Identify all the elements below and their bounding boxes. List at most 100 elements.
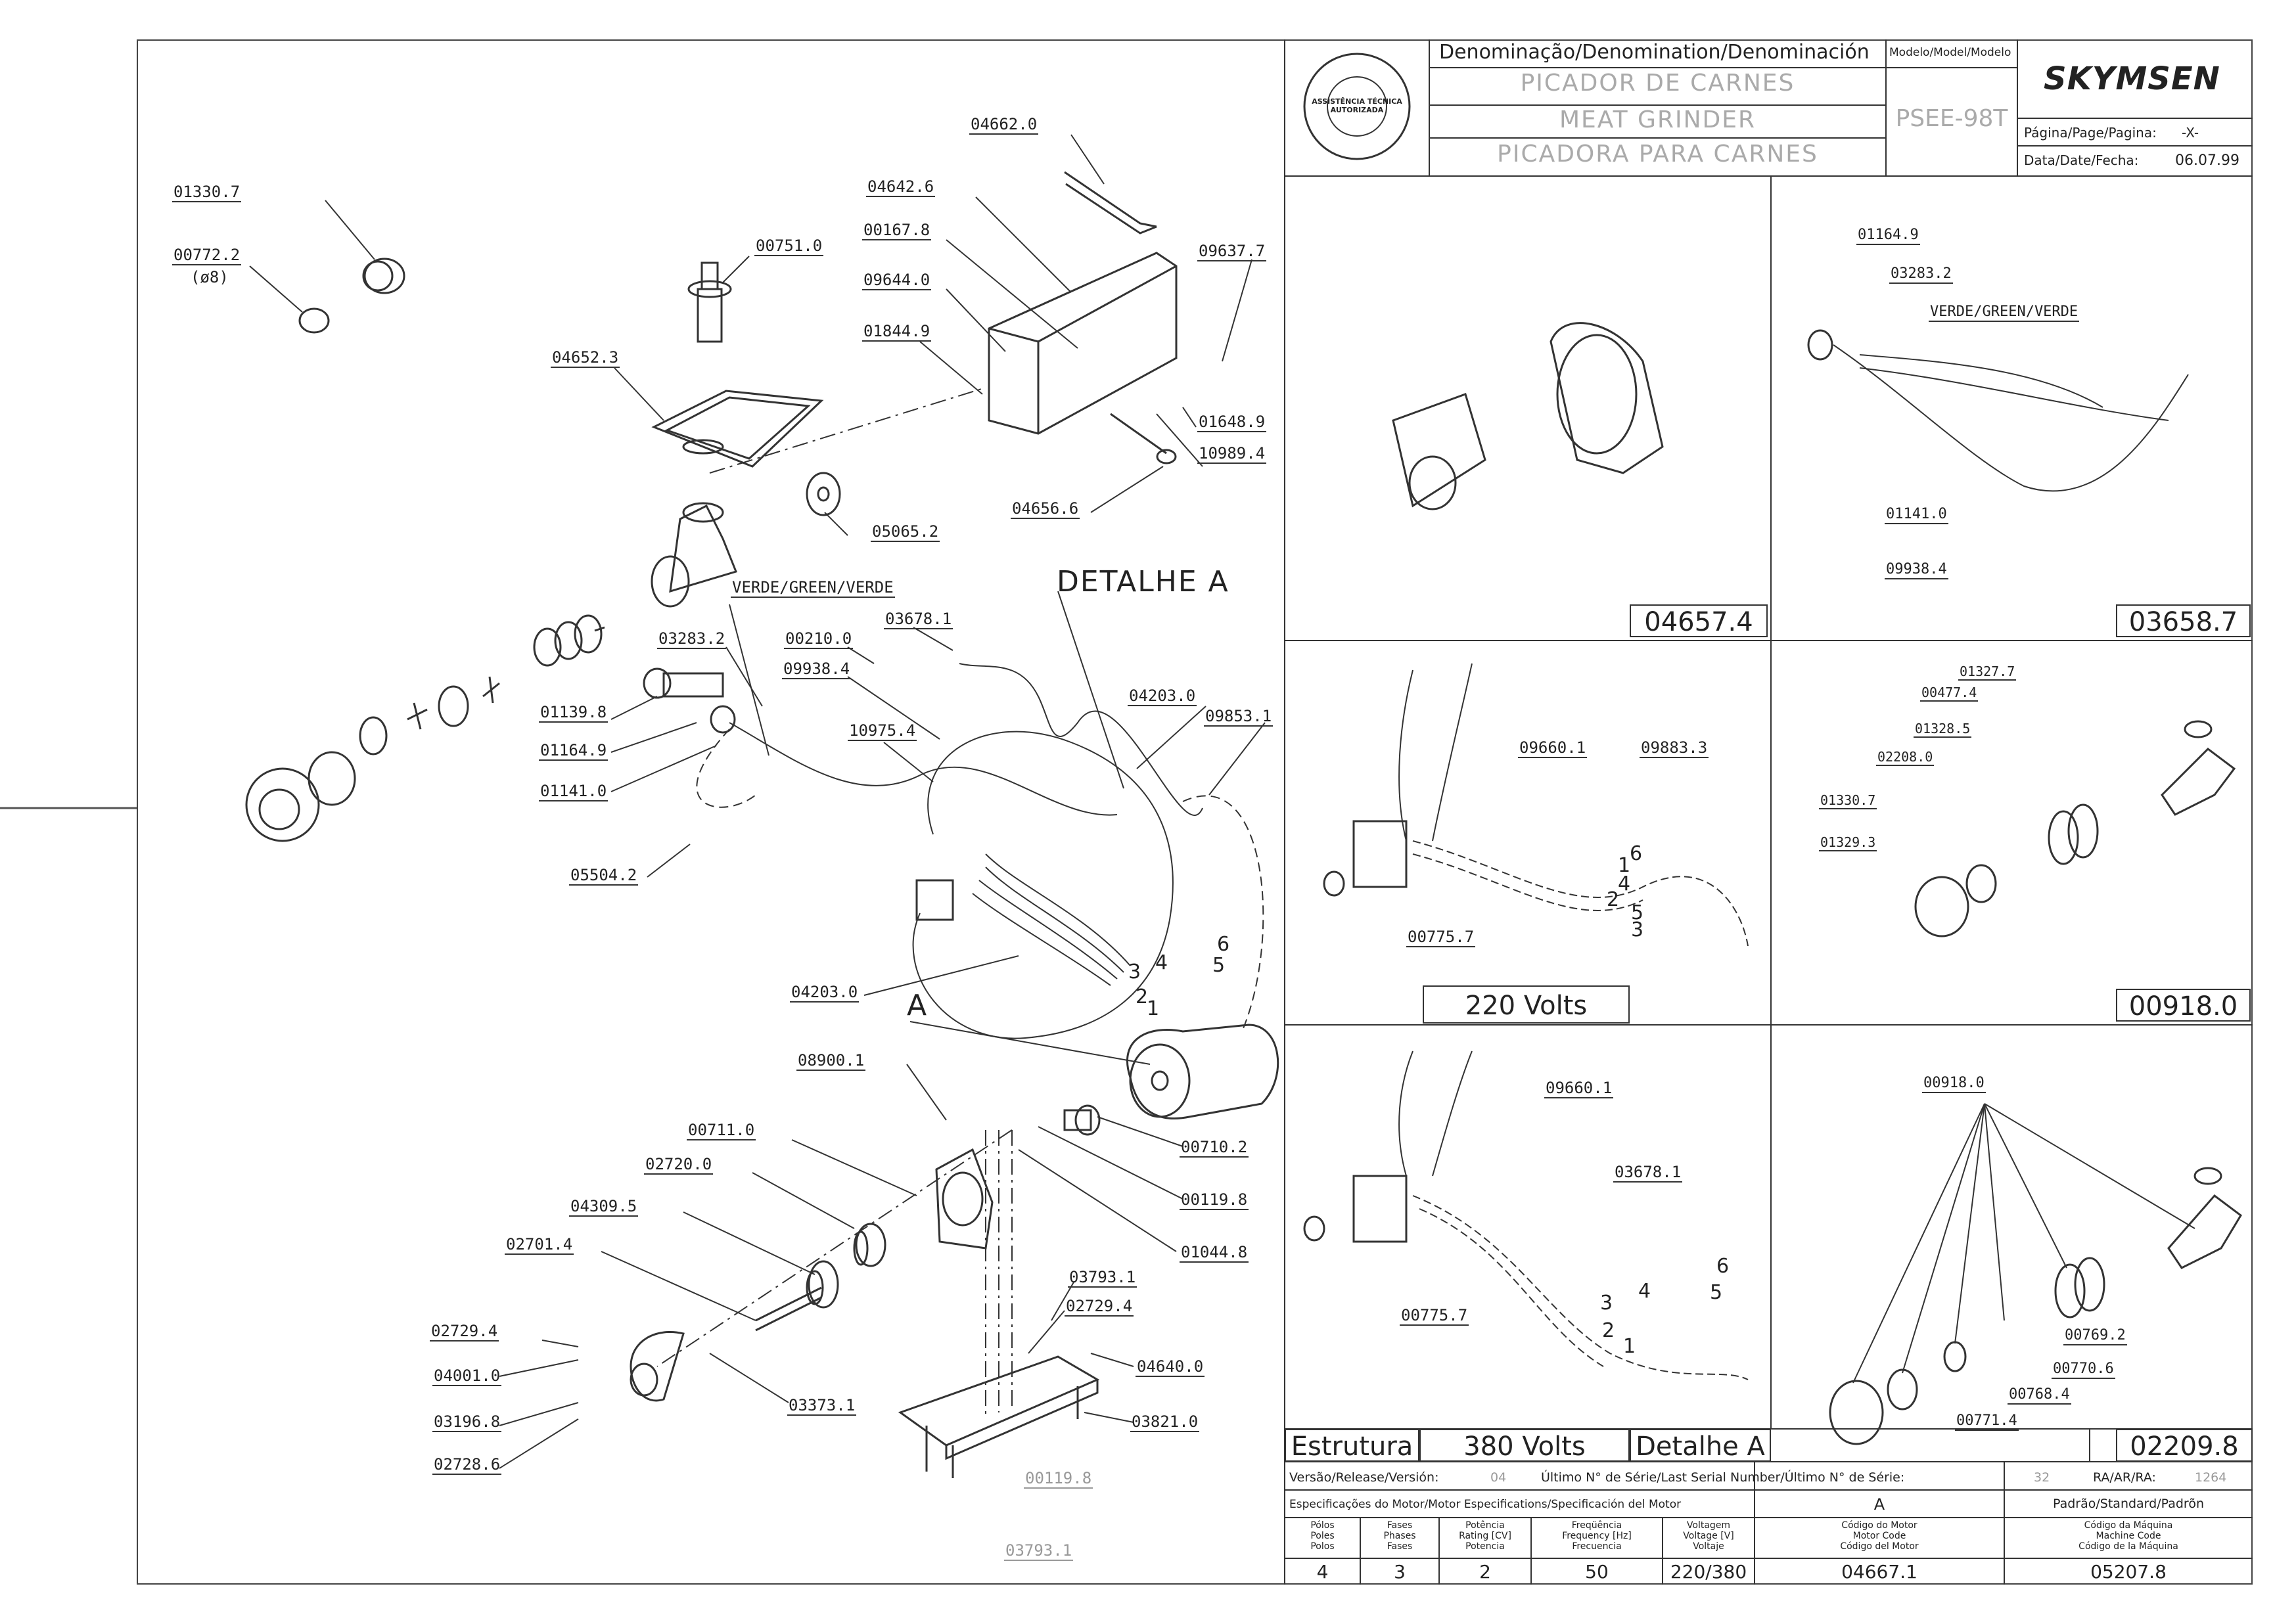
part-label: 01330.7 [172,183,242,202]
denomination-header: Denominação/Denomination/Denominación [1439,41,1870,64]
part-label: 01141.0 [539,782,608,801]
part-label: (ø8) [191,268,229,286]
part-label: VERDE/GREEN/VERDE [731,578,895,598]
serial-label: Último N° de Série/Last Serial Number/Úl… [1541,1470,1905,1485]
part-label: 00775.7 [1400,1306,1469,1326]
version-label: Versão/Release/Versión: [1289,1470,1439,1485]
part-label: 02208.0 [1876,749,1935,766]
part-label: 04309.5 [569,1197,639,1217]
panel-4-volts-box: 220 Volts [1423,985,1630,1024]
part-label: 00775.7 [1406,928,1476,947]
detalhe-a-box: Detalhe A [1630,1429,1771,1462]
part-label: 10989.4 [1197,444,1267,464]
panel-2-code-box: 03658.7 [2116,604,2251,637]
wire-number: 5 [1212,954,1226,977]
part-label: 04203.0 [790,983,860,1003]
date-value: 06.07.99 [2175,152,2239,169]
part-label: 02729.4 [430,1322,499,1342]
part-label: 05065.2 [871,522,940,542]
part-label: 04652.3 [551,348,620,368]
part-label: 03793.1 [1004,1541,1074,1561]
part-label: 00167.8 [862,221,932,240]
part-label: 00119.8 [1180,1190,1249,1210]
motor-spec-label: Especificações do Motor/Motor Especifica… [1289,1498,1682,1511]
wire-number: 6 [1217,933,1230,956]
part-label: 01044.8 [1180,1243,1249,1263]
part-label: VERDE/GREEN/VERDE [1929,304,2080,322]
part-label: 09883.3 [1640,738,1709,758]
part-label: 01648.9 [1197,413,1267,432]
panel-5-volts: 380 Volts [1463,1432,1586,1462]
ra-label: RA/AR/RA: [2093,1470,2156,1485]
part-label: 02728.6 [432,1455,502,1475]
panel-6-code: 02209.8 [2130,1432,2239,1462]
wire-number: 1 [1618,854,1631,877]
part-label: 01329.3 [1819,834,1877,851]
part-label: 02729.4 [1065,1297,1134,1317]
part-label: 01328.5 [1914,721,1972,738]
model-header: Modelo/Model/Modelo [1889,46,2011,59]
serial-value: 32 [2034,1470,2050,1485]
wire-number: 1 [1623,1335,1636,1358]
panel-3-code: 00918.0 [2128,991,2238,1022]
part-label: 01139.8 [539,703,608,723]
wire-number: 4 [1638,1280,1651,1303]
product-name-pt: PICADOR DE CARNES [1520,70,1795,97]
part-label: 03793.1 [1068,1268,1137,1288]
part-label: 09637.7 [1197,242,1267,261]
part-label: 03196.8 [432,1412,502,1432]
wire-number: 4 [1155,951,1168,974]
part-label: 03678.1 [1613,1163,1683,1183]
panel-1-code: 04657.4 [1644,607,1753,637]
part-label: 03283.2 [657,629,727,649]
product-name-es: PICADORA PARA CARNES [1497,141,1818,168]
part-label: 02701.4 [505,1235,574,1255]
spec-value: 3 [1394,1561,1406,1583]
drawing-sheet [137,39,2253,1585]
section-a-label: A [907,989,929,1022]
part-label: 04662.0 [969,115,1039,135]
part-label: 09938.4 [782,660,852,679]
panel-6-code-box: 02209.8 [2116,1429,2253,1462]
part-label: 04656.6 [1011,499,1080,519]
part-label: 00772.2 [172,246,242,265]
part-label: 02720.0 [644,1155,714,1175]
part-label: 09644.0 [862,271,932,290]
spec-value: 05207.8 [2090,1561,2167,1583]
wire-number: 6 [1630,842,1643,865]
part-label: 08900.1 [796,1051,866,1071]
wire-number: 3 [1600,1292,1613,1315]
part-label: 01844.9 [862,322,932,342]
part-label: 00711.0 [687,1121,756,1140]
standard-label: Padrão/Standard/Padrõn [2053,1497,2204,1511]
part-label: 00119.8 [1024,1469,1093,1489]
part-label: 09938.4 [1885,561,1948,579]
wire-number: 3 [1128,960,1141,983]
spec-value: 4 [1316,1561,1329,1583]
part-label: 04001.0 [432,1366,502,1386]
brand-logo: SKYMSEN [2044,60,2220,97]
part-label: 00771.4 [1955,1412,2019,1431]
part-label: 03373.1 [787,1396,857,1416]
date-label: Data/Date/Fecha: [2024,152,2139,168]
wire-number: 1 [1147,997,1160,1020]
part-label: 00751.0 [754,237,824,256]
product-name-en: MEAT GRINDER [1559,106,1756,133]
part-label: 04642.6 [866,177,936,197]
authorized-service-seal: ASSISTÊNCIA TÉCNICA AUTORIZADA [1312,97,1402,114]
page-label: Página/Page/Pagina: [2024,125,2157,141]
part-label: 04640.0 [1136,1357,1205,1377]
part-label: 01330.7 [1819,792,1877,809]
part-label: 09853.1 [1204,707,1274,727]
part-label: 04203.0 [1128,687,1197,706]
part-label: 01327.7 [1958,664,2017,681]
spec-value: 50 [1585,1561,1609,1583]
panel-1-code-box: 04657.4 [1630,604,1768,637]
part-label: 00768.4 [2008,1386,2071,1405]
